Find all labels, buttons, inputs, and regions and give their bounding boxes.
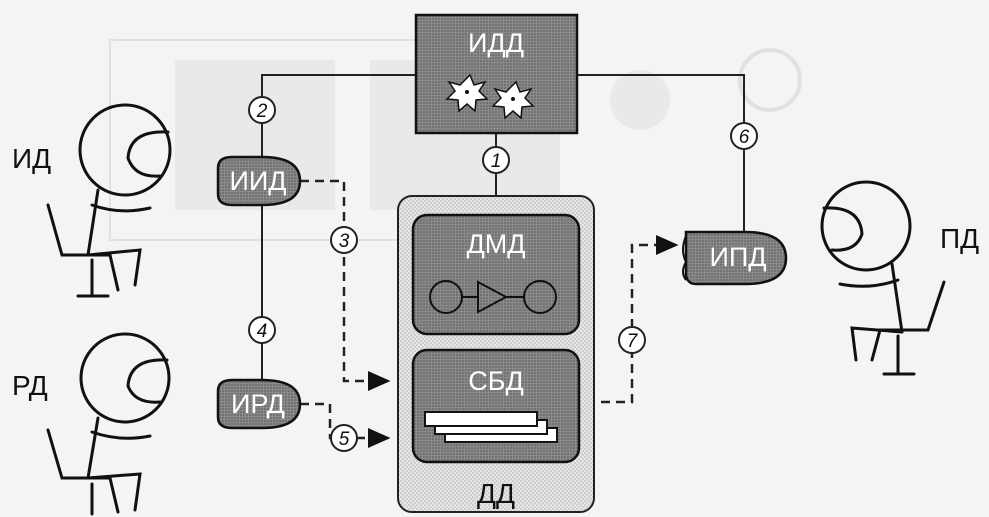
marker-2: 2 [256, 101, 268, 122]
marker-1: 1 [491, 151, 502, 172]
ipd-block[interactable]: ИПД [683, 232, 786, 284]
marker-3: 3 [339, 231, 350, 252]
sbd-label: СБД [468, 366, 524, 396]
dmd-block[interactable]: ДМД [413, 215, 579, 334]
iid-block[interactable]: ИИД [218, 157, 300, 205]
marker-4: 4 [257, 321, 268, 342]
actor-rd [48, 334, 169, 514]
iid-label: ИИД [229, 166, 286, 196]
ird-block[interactable]: ИРД [218, 380, 300, 428]
link-7 [586, 245, 676, 402]
ipd-label: ИПД [709, 242, 766, 272]
marker-7: 7 [627, 331, 639, 352]
dd-label: ДД [477, 478, 515, 509]
actor-rd-label: РД [12, 370, 48, 401]
database-stack-icon [425, 412, 557, 442]
ird-label: ИРД [231, 389, 285, 419]
actor-pd-label: ПД [940, 223, 979, 254]
sbd-block[interactable]: СБД [413, 350, 579, 462]
idd-label: ИДД [468, 28, 524, 58]
actor-pd [822, 182, 944, 374]
marker-5: 5 [339, 429, 350, 450]
actor-id-label: ИД [12, 143, 51, 174]
dmd-label: ДМД [466, 229, 525, 259]
idd-block[interactable]: ИДД [416, 15, 577, 133]
marker-6: 6 [739, 127, 750, 148]
link-3 [300, 181, 388, 381]
